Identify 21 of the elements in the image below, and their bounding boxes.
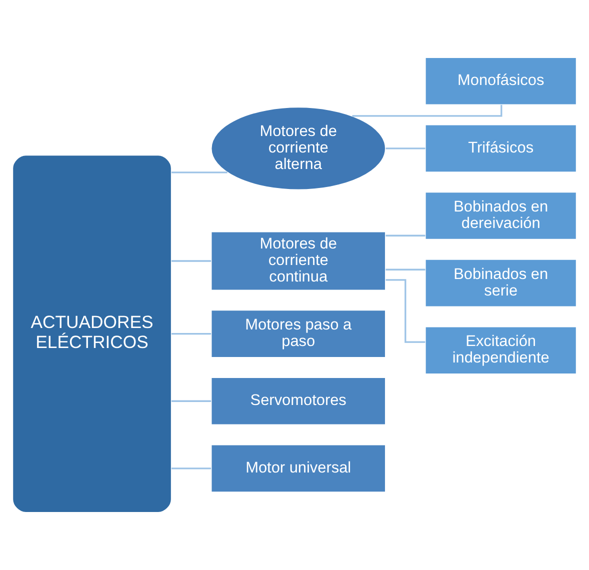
node-ellipse: Motores de corriente alterna [210,106,386,190]
node-box: Trifásicos [424,124,577,173]
node-box: Motores paso a paso [210,310,386,358]
connector [172,260,212,262]
connector [386,279,426,343]
connector [386,148,426,150]
connector [172,468,212,470]
node-box: Motores de corriente continua [210,231,386,291]
node-box: ACTUADORES ELÉCTRICOS [12,154,172,514]
connector [386,234,426,236]
connector [172,172,228,174]
node-box: Bobinados en serie [424,258,577,308]
connector [352,104,502,117]
connector [172,333,212,335]
connector [386,268,426,270]
node-box: Servomotores [210,376,386,426]
node-box: Motor universal [210,444,386,493]
node-box: Bobinados en dereivación [424,191,577,240]
node-box: Excitación independiente [424,326,577,375]
connector [172,400,212,402]
node-box: Monofásicos [424,56,577,106]
